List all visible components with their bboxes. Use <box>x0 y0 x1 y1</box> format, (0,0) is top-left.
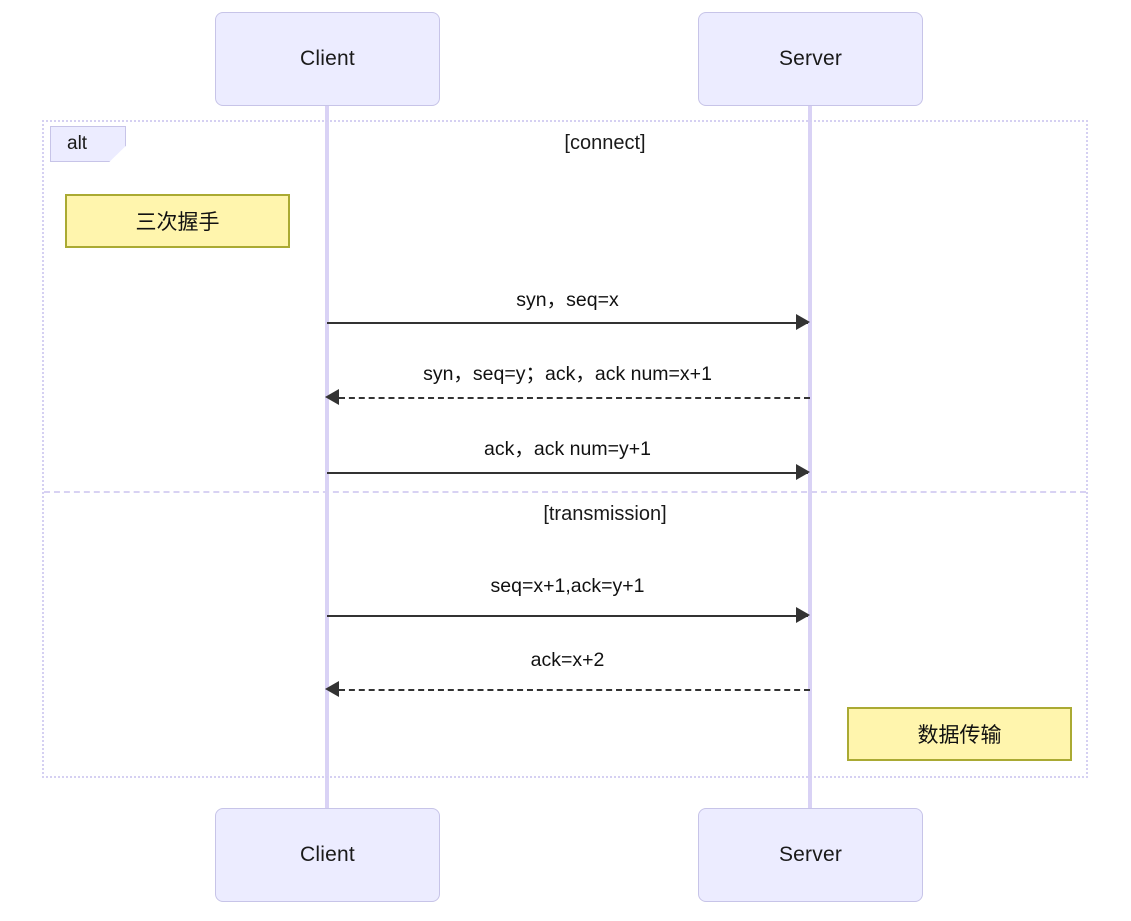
arrow-head-left-5 <box>325 681 339 697</box>
message-label-1: syn，seq=x <box>516 289 619 311</box>
participant-client-bottom[interactable]: Client <box>215 808 440 902</box>
arrow-head-right-3 <box>796 464 810 480</box>
message-line-3 <box>327 472 808 474</box>
participant-client-bottom-label: Client <box>300 843 355 866</box>
alt-fragment-operator-label: alt <box>50 126 126 162</box>
message-line-2 <box>339 397 810 399</box>
arrow-head-right-1 <box>796 314 810 330</box>
alt-section-condition-connect: [connect] <box>564 132 646 154</box>
note-three-way-handshake-text: 三次握手 <box>135 211 220 234</box>
participant-client-top[interactable]: Client <box>215 12 440 106</box>
lifeline-server <box>808 105 812 820</box>
note-three-way-handshake: 三次握手 <box>65 194 290 248</box>
message-label-4: seq=x+1,ack=y+1 <box>490 575 645 597</box>
arrow-head-left-2 <box>325 389 339 405</box>
message-label-2: syn，seq=y；ack，ack num=x+1 <box>423 363 712 385</box>
message-label-5: ack=x+2 <box>530 649 605 671</box>
participant-client-top-label: Client <box>300 47 355 70</box>
note-data-transfer: 数据传输 <box>847 707 1072 761</box>
participant-server-bottom-label: Server <box>778 843 843 866</box>
note-data-transfer-text: 数据传输 <box>917 724 1002 747</box>
participant-server-top[interactable]: Server <box>698 12 923 106</box>
message-label-3: ack，ack num=y+1 <box>484 438 651 460</box>
message-line-5 <box>339 689 810 691</box>
arrow-head-right-4 <box>796 607 810 623</box>
participant-server-top-label: Server <box>778 47 843 70</box>
message-line-1 <box>327 322 808 324</box>
alt-section-condition-transmission: [transmission] <box>543 503 667 525</box>
participant-server-bottom[interactable]: Server <box>698 808 923 902</box>
alt-section-divider <box>44 491 1086 493</box>
lifeline-client <box>325 105 329 820</box>
message-line-4 <box>327 615 808 617</box>
